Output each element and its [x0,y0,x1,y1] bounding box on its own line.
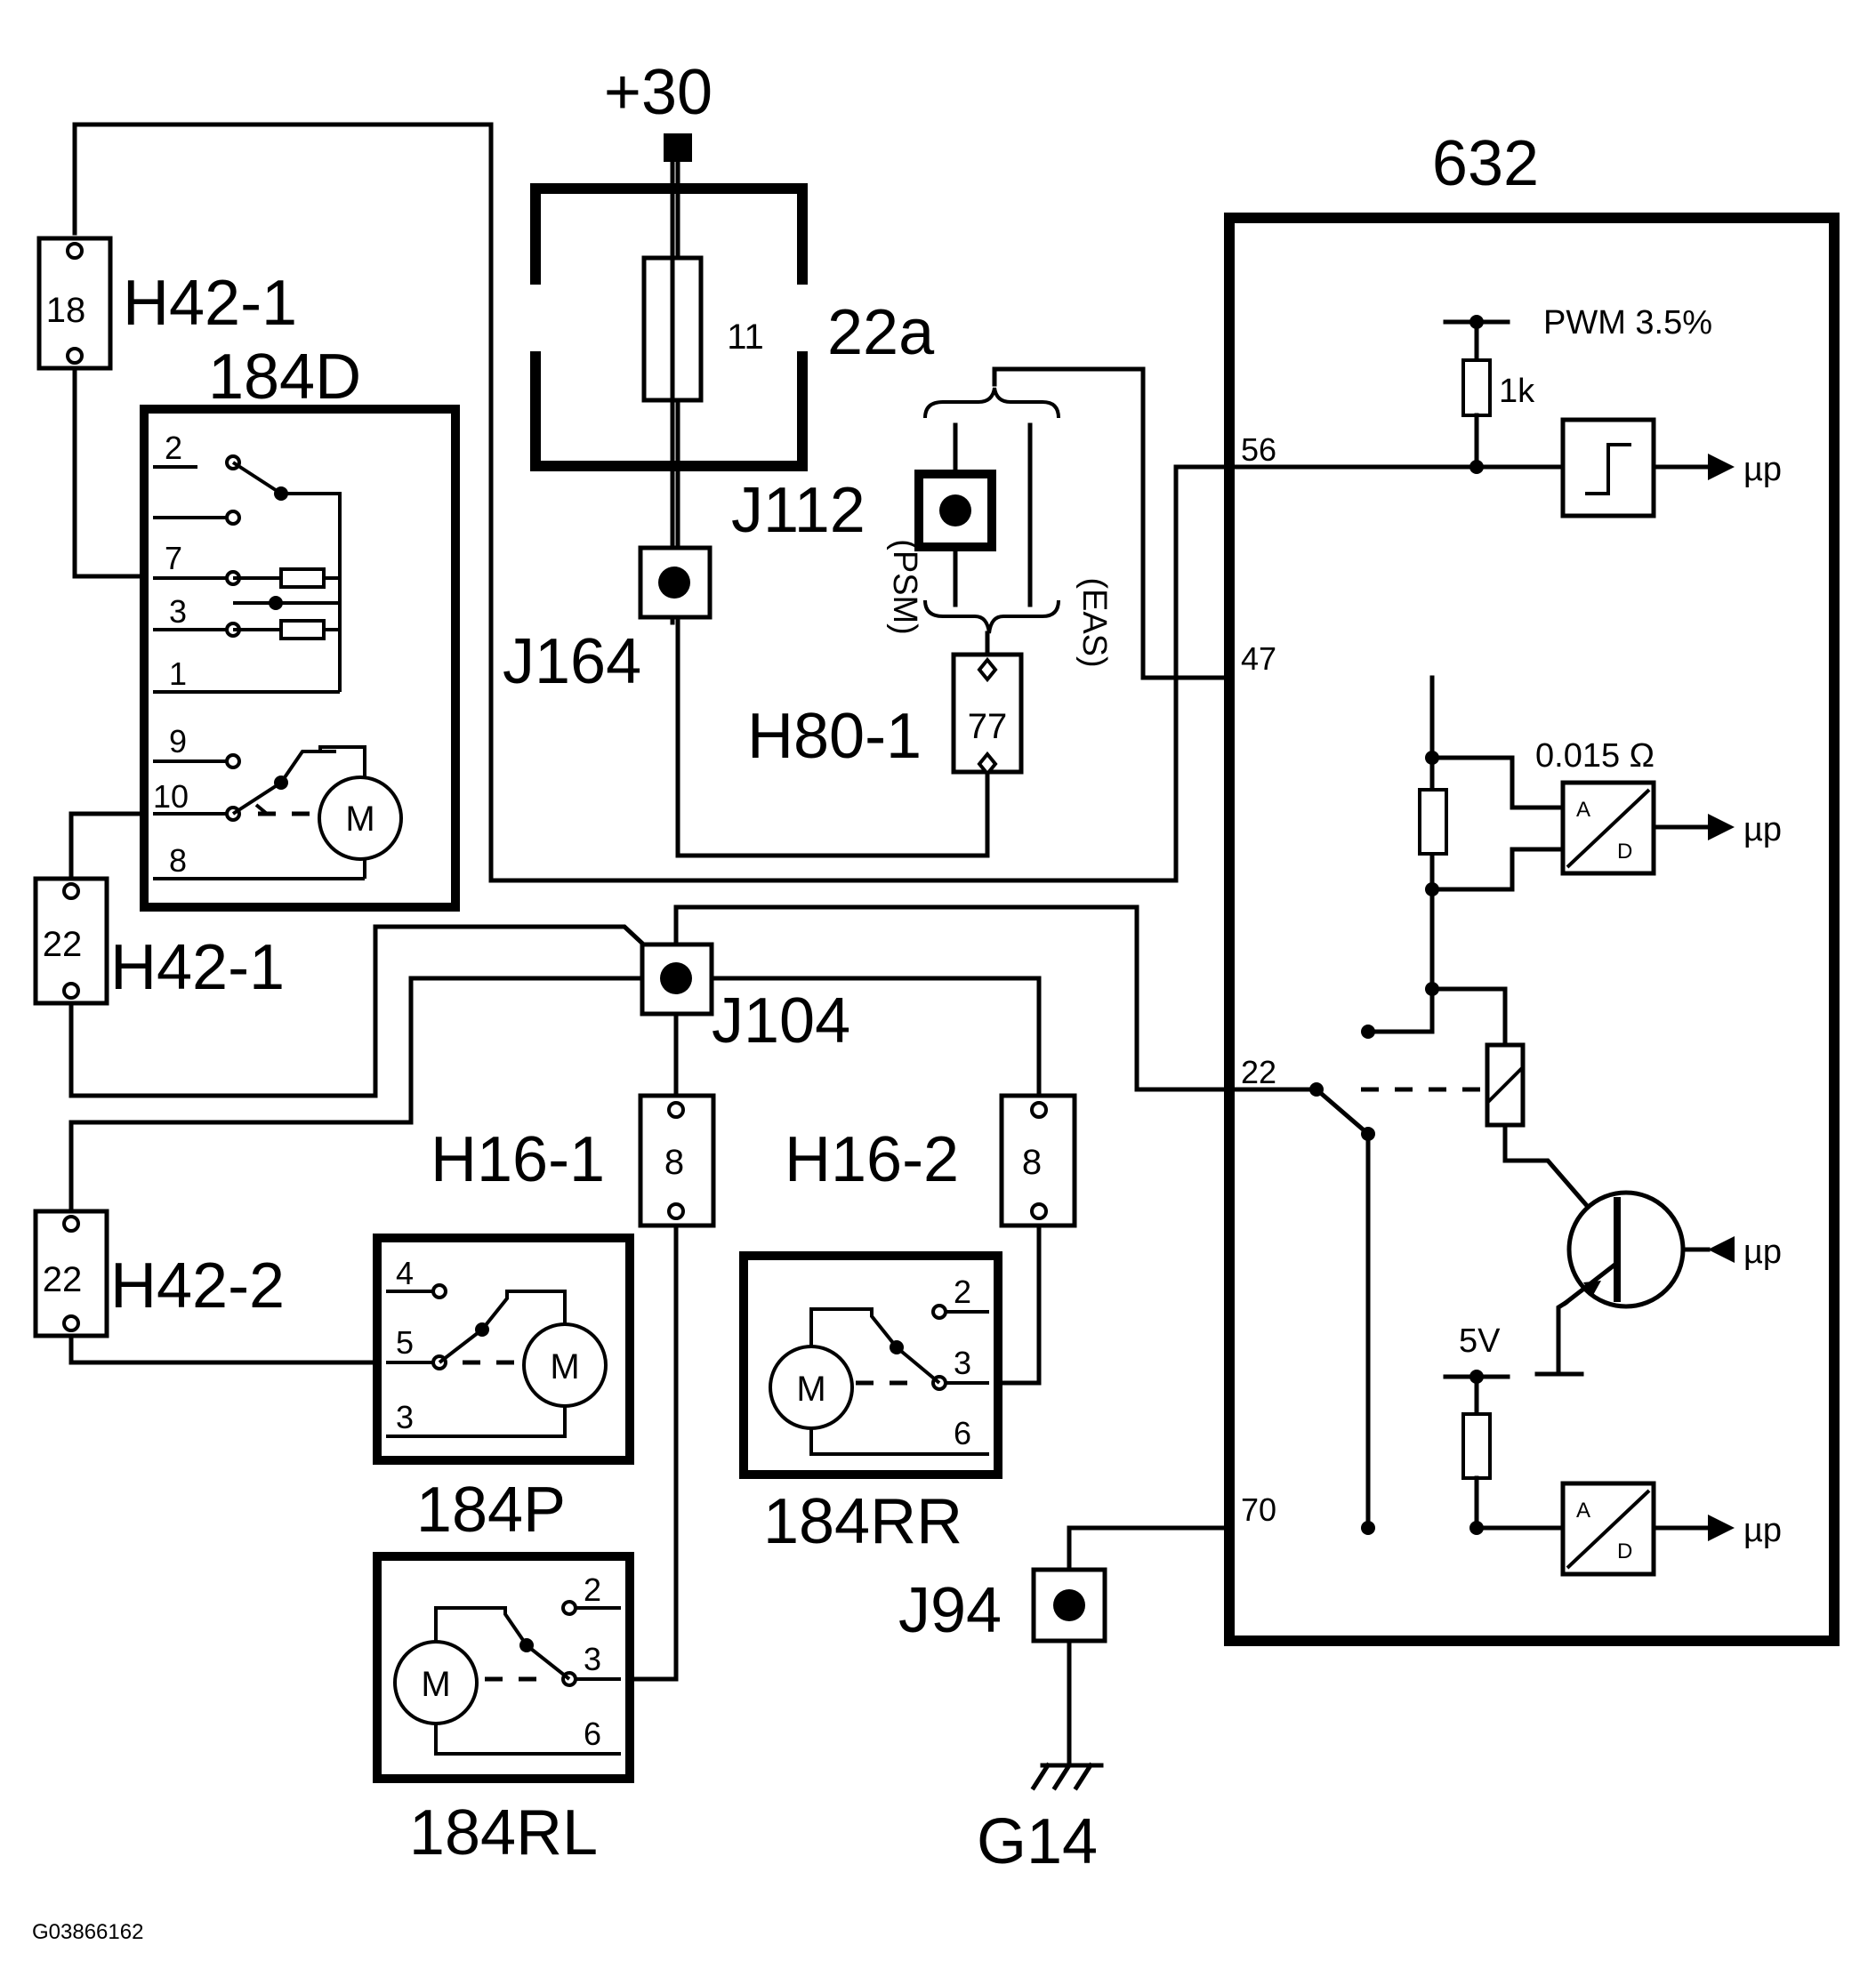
h16-1-pin: 8 [664,1143,684,1182]
184p-pin-5: 5 [396,1324,414,1361]
184d-pin-2: 2 [165,430,182,466]
connector-j164: J164 [503,545,713,697]
mcu-4: µp [1743,1512,1782,1549]
wire-supply-to-h80-1 [675,153,990,858]
wire-h42-2-to-j104 [68,976,679,1212]
vref-label: 5V [1459,1322,1501,1360]
pwm-label: PWM 3.5% [1543,304,1712,342]
184rl-pin-3: 3 [584,1641,601,1677]
h80-1-label: H80-1 [747,701,922,772]
wire-j104-to-pin22 [673,904,1319,1092]
184rr-motor: M [796,1370,825,1409]
connector-j104: J104 [640,942,850,1057]
h42-2-pin: 22 [43,1260,83,1299]
h42-1-top-pin: 18 [46,291,86,330]
connector-h42-2: 22 H42-2 [33,1209,285,1338]
adc2-a: A [1576,1499,1590,1523]
ground-label: G14 [977,1806,1098,1877]
ground-g14: G14 [977,1762,1104,1877]
184rl-pin-2: 2 [584,1571,601,1608]
connector-h16-2: 8 H16-2 [785,1093,1077,1228]
module-pin-70: 70 [1241,1491,1276,1528]
184d-pin-3: 3 [169,593,187,630]
184d-label: 184D [208,342,361,413]
184d-pin-1: 1 [169,655,187,692]
adc1-d: D [1617,840,1632,864]
184d-pin-9: 9 [169,723,187,759]
184rl-label: 184RL [409,1797,598,1869]
h42-1-mid-pin: 22 [43,925,83,964]
wire-h42-1-to-pin56 [72,122,1470,883]
shunt-label: 0.015 Ω [1535,737,1655,775]
fuse-box-22a: 11 22a [530,153,935,625]
actuator-184rr: 184RR M 2 3 6 [739,1251,1002,1557]
psm-label: (PSM) [886,539,923,635]
j104-label: J104 [712,985,850,1057]
184d-pin-7: 7 [165,540,182,576]
adc1-a: A [1576,798,1590,822]
resistor-label: 1k [1499,373,1535,410]
184rr-pin-6: 6 [954,1415,971,1451]
184p-label: 184P [416,1475,566,1546]
h80-1-pin: 77 [968,707,1008,746]
j112-label: J112 [731,475,866,546]
184d-motor: M [345,800,374,839]
184p-pin-3: 3 [396,1399,414,1435]
module-label: 632 [1432,128,1539,199]
actuator-184d: 184D M [140,342,460,912]
fuse-number: 11 [727,317,764,357]
mcu-2: µp [1743,811,1782,848]
module-pin-56: 56 [1241,431,1276,468]
mcu-1: µp [1743,451,1782,488]
figure-id: G03866162 [32,1920,143,1944]
j164-label: J164 [503,626,641,697]
184rl-motor: M [421,1665,450,1704]
h16-1-label: H16-1 [431,1124,605,1195]
connector-j112: J112 (PSM) (EAS) [731,387,1113,668]
actuator-184p: 184P M 4 5 3 [373,1234,634,1546]
184p-motor: M [550,1347,579,1386]
184d-pin-8: 8 [169,842,187,879]
184d-pin-10: 10 [153,778,189,815]
eas-label: (EAS) [1075,577,1113,667]
fuse-box-label: 22a [827,297,935,368]
wire-j104-to-h16-2 [673,976,1042,1104]
adc2-d: D [1617,1539,1632,1563]
connector-j94: J94 [898,1567,1107,1646]
supply-terminal [664,133,692,162]
184rr-pin-3: 3 [954,1345,971,1381]
connector-h42-1-top: 18 H42-1 [36,236,297,371]
184rr-pin-2: 2 [954,1274,971,1310]
h42-1-top-label: H42-1 [123,268,297,339]
connector-h80-1: 77 H80-1 [747,652,1024,777]
module-pin-22: 22 [1241,1054,1276,1090]
h16-2-label: H16-2 [785,1124,959,1195]
connector-h42-1-mid: 22 H42-1 [33,876,285,1006]
wire-h42-1-to-j104 [68,924,680,1098]
184rr-label: 184RR [763,1486,962,1557]
mcu-3: µp [1743,1234,1782,1271]
184p-pin-4: 4 [396,1255,414,1291]
module-pin-47: 47 [1241,640,1276,677]
184rl-pin-6: 6 [584,1716,601,1752]
actuator-184rl: 184RL M 2 3 6 [373,1552,634,1869]
h16-2-pin: 8 [1022,1143,1042,1182]
h42-2-label: H42-2 [110,1250,285,1322]
supply-label: +30 [604,57,713,128]
connector-h16-1: 8 H16-1 [431,1093,716,1228]
j94-label: J94 [898,1575,1002,1646]
module-632: 632 56 PWM 3.5% 1k µp 47 A D 0.015 Ω µp [1224,128,1840,1646]
h42-1-mid-label: H42-1 [110,932,285,1003]
